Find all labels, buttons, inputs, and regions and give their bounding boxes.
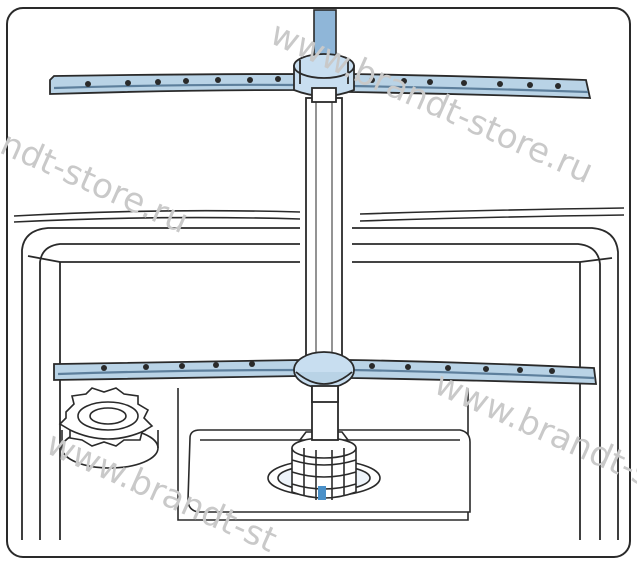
upper-arm-nozzles bbox=[85, 76, 561, 89]
lower-rack-rail bbox=[21, 227, 619, 540]
upper-spray-arm bbox=[49, 53, 592, 103]
tub-interior-lines bbox=[13, 207, 625, 223]
salt-reservoir-cap bbox=[58, 387, 159, 469]
lower-arm-nozzles bbox=[101, 361, 555, 374]
filter-assembly bbox=[267, 431, 381, 500]
vertical-feed-tube bbox=[305, 97, 343, 441]
lower-spray-arm bbox=[53, 351, 598, 403]
